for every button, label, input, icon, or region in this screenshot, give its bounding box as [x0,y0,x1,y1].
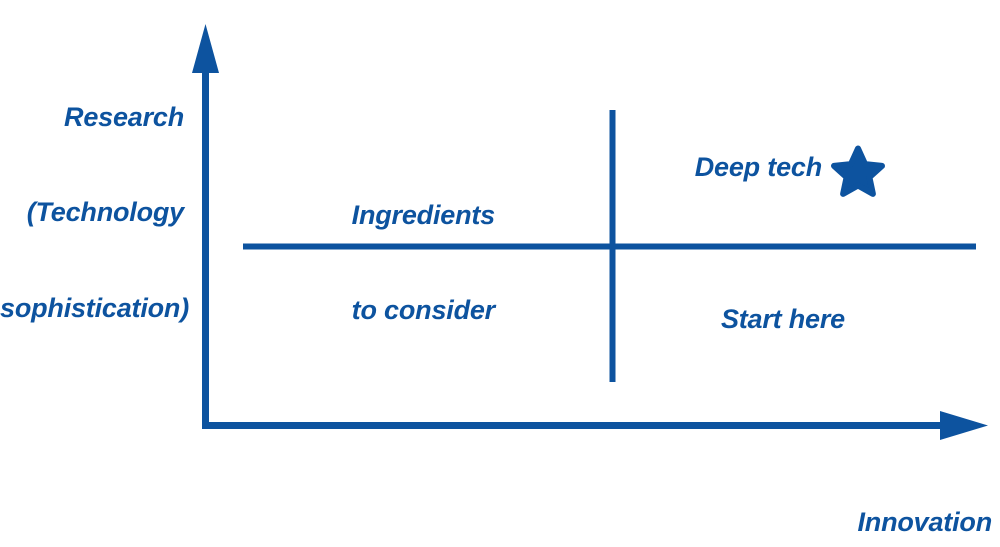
x-axis-title-line-1: Innovation [857,506,993,537]
quadrant-label-start-here: Start here [720,304,845,334]
y-axis-title-line-2: (Technology [26,197,184,228]
right-arrow-icon [940,411,988,440]
y-axis-line-group [192,24,219,426]
y-axis-title-line-1: Research [64,101,184,132]
y-axis-title: Research (Technology sophistication) [0,38,190,388]
up-arrow-icon [192,24,219,73]
x-axis-title: Innovation (Product/Market fit) [600,443,993,547]
x-axis-line-group [202,411,988,440]
y-axis-title-line-3: sophistication) [0,292,190,323]
quadrant-label-deep-tech: Deep tech [694,152,822,182]
quadrant-label-ingredients-line-1: Ingredients [351,199,496,230]
quadrant-label-ingredients-line-2: to consider [351,295,496,326]
quadrant-label-ingredients-to-consider: Ingredients to consider [300,136,496,391]
star-icon [831,145,885,197]
